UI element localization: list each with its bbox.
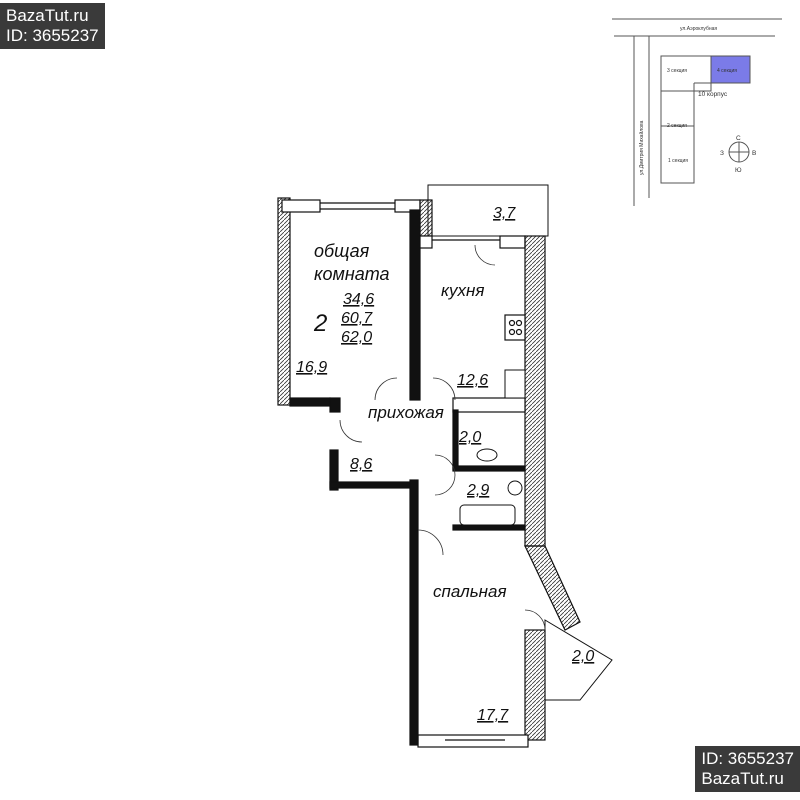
rooms-count: 2	[313, 310, 327, 337]
section-1: 1 секция	[668, 158, 688, 164]
watermark-top: BazaTut.ru ID: 3655237	[0, 3, 105, 49]
bathroom-area: 2,9	[466, 482, 489, 499]
compass-w: З	[720, 150, 724, 157]
street-left-label: ул.Дмитрия Михайлова	[638, 120, 645, 175]
highlighted-section	[710, 55, 751, 84]
kitchen-area: 12,6	[457, 372, 488, 389]
bedroom-area: 17,7	[477, 707, 509, 724]
living-room-name: общая	[314, 241, 370, 261]
watermark-id: ID: 3655237	[6, 26, 99, 45]
room-labels: общая комната 2 34,6 60,7 62,0 16,9 кухн…	[296, 205, 594, 724]
walls	[277, 184, 613, 748]
bedroom-name: спальная	[433, 582, 507, 601]
site-labels: ул.Аэроклубная ул.Дмитрия Михайлова 3 се…	[638, 26, 756, 175]
compass-e: В	[752, 150, 756, 157]
building-label: 10 корпус	[698, 91, 728, 98]
hallway-area: 8,6	[350, 456, 372, 473]
living-area: 34,6	[343, 291, 374, 308]
hallway-name: прихожая	[368, 403, 444, 422]
kitchen-name: кухня	[441, 281, 484, 300]
section-2: 2 секция	[667, 123, 687, 129]
watermark-bottom: ID: 3655237 BazaTut.ru	[695, 746, 800, 792]
loggia-area: 2,0	[571, 648, 594, 665]
toilet-area: 2,0	[458, 429, 481, 446]
watermark-id: ID: 3655237	[701, 749, 794, 768]
living-room-name-2: комната	[314, 264, 390, 284]
total-area: 60,7	[341, 310, 373, 327]
compass-n: С	[736, 135, 741, 142]
section-3: 3 секция	[667, 68, 687, 74]
watermark-site: BazaTut.ru	[701, 769, 784, 788]
watermark-site: BazaTut.ru	[6, 6, 89, 25]
doors	[339, 244, 546, 631]
living-room-area: 16,9	[296, 359, 327, 376]
street-top-label: ул.Аэроклубная	[680, 26, 717, 32]
compass-s: Ю	[735, 167, 742, 174]
balcony-area: 3,7	[493, 205, 516, 222]
total-area-balcony: 62,0	[341, 329, 372, 346]
site-plan	[612, 18, 782, 206]
section-4: 4 секция	[717, 68, 737, 74]
